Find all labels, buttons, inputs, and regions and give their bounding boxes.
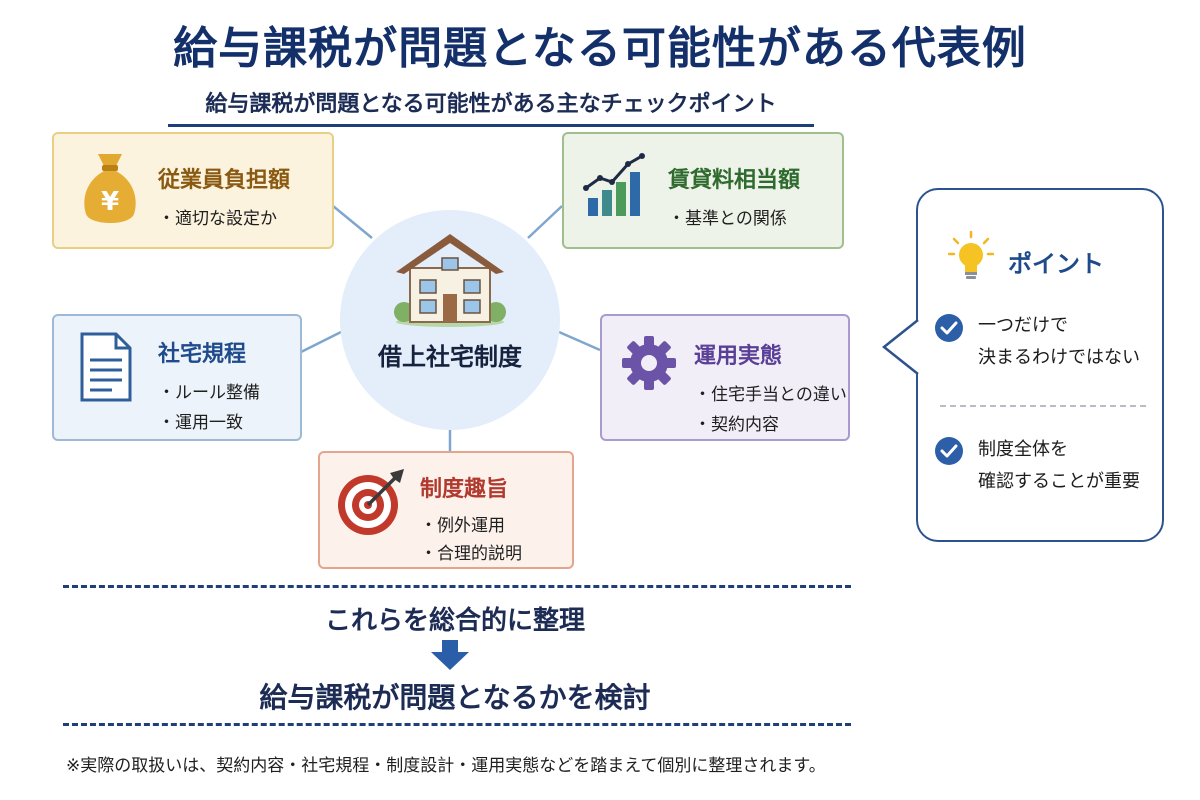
card-title: 運用実態 bbox=[694, 344, 783, 369]
point-box bbox=[916, 188, 1164, 542]
lightbulb-icon bbox=[948, 230, 994, 279]
card-title: 従業員負担額 bbox=[158, 168, 291, 193]
card-item: ・合理的説明 bbox=[420, 544, 522, 564]
card-item: ・例外運用 bbox=[420, 516, 505, 536]
connector-rent-equivalent bbox=[527, 205, 563, 239]
gear-icon bbox=[622, 336, 676, 390]
summary-line-1: これらを総合的に整理 bbox=[324, 606, 585, 636]
card-item: ・住宅手当との違い bbox=[694, 385, 847, 405]
check-text-line: 一つだけで bbox=[978, 315, 1068, 336]
check-text-line: 制度全体を bbox=[978, 439, 1068, 460]
summary-divider-bottom bbox=[63, 723, 851, 726]
card-item: ・運用一致 bbox=[158, 413, 243, 433]
card-company-rules: 社宅規程 ・ルール整備 ・運用一致 bbox=[52, 314, 302, 441]
card-employee-burden: ¥ 従業員負担額 ・適切な設定か bbox=[52, 132, 334, 249]
card-title: 制度趣旨 bbox=[420, 477, 509, 502]
target-icon bbox=[338, 469, 404, 535]
point-title: ポイント bbox=[1008, 250, 1104, 278]
point-divider bbox=[940, 405, 1146, 407]
card-purpose: 制度趣旨 ・例外運用 ・合理的説明 bbox=[318, 451, 574, 569]
house-icon bbox=[394, 234, 506, 327]
card-rent-equivalent: 賃貸料相当額 ・基準との関係 bbox=[562, 132, 844, 249]
page-title: 給与課税が問題となる可能性がある代表例 bbox=[173, 23, 1027, 74]
hub-label: 借上社宅制度 bbox=[378, 343, 522, 371]
connector-operation bbox=[558, 330, 601, 352]
check-text-line: 確認することが重要 bbox=[978, 471, 1140, 492]
connector-company-rules bbox=[300, 330, 342, 354]
card-item: ・適切な設定か bbox=[158, 209, 277, 229]
connector-employee-burden bbox=[332, 205, 373, 239]
card-item: ・契約内容 bbox=[694, 415, 779, 435]
page-subtitle: 給与課税が問題となる可能性がある主なチェックポイント bbox=[168, 86, 814, 127]
bar-chart-growth-icon bbox=[583, 153, 645, 216]
money-bag-yen-icon: ¥ bbox=[84, 154, 136, 223]
card-title: 賃貸料相当額 bbox=[668, 168, 801, 193]
card-item: ・基準との関係 bbox=[668, 209, 787, 229]
card-operation: 運用実態 ・住宅手当との違い ・契約内容 bbox=[600, 314, 850, 441]
check-text-line: 決まるわけではない bbox=[978, 347, 1140, 368]
summary-line-2: 給与課税が問題となるかを検討 bbox=[259, 681, 651, 714]
summary-divider-top bbox=[63, 585, 851, 588]
check-circle-icon bbox=[935, 314, 963, 342]
callout-pointer bbox=[881, 319, 919, 375]
card-title: 社宅規程 bbox=[158, 342, 247, 367]
svg-text:¥: ¥ bbox=[101, 187, 119, 217]
footnote: ※実際の取扱いは、契約内容・社宅規程・制度設計・運用実態などを踏まえて個別に整理… bbox=[66, 756, 826, 776]
arrow-down-icon bbox=[431, 640, 469, 670]
check-circle-icon bbox=[935, 437, 963, 465]
document-icon bbox=[80, 332, 132, 402]
card-item: ・ルール整備 bbox=[158, 383, 260, 403]
